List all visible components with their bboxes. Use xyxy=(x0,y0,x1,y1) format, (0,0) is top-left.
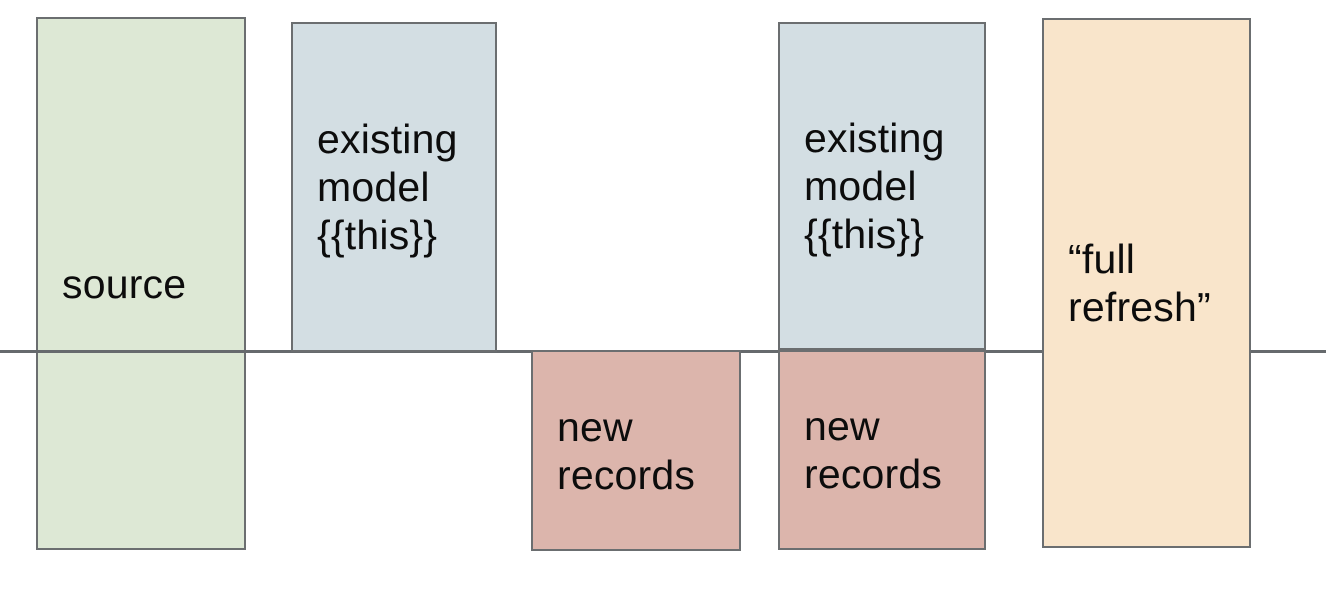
new-records-box-right: new records xyxy=(778,350,986,550)
existing-model-label-line: model xyxy=(804,163,917,209)
full-refresh-box: “full refresh” xyxy=(1042,18,1251,548)
existing-model-box-left: existing model {{this}} xyxy=(291,22,497,352)
existing-model-box-right: existing model {{this}} xyxy=(778,22,986,350)
new-records-box-left: new records xyxy=(531,350,741,551)
source-box-label: source xyxy=(62,260,187,307)
new-records-label-line: records xyxy=(557,451,696,498)
existing-model-label-line: {{this}} xyxy=(317,212,438,258)
existing-model-label-line: {{this}} xyxy=(804,211,925,257)
existing-model-label-line: existing xyxy=(317,116,458,162)
source-box: source xyxy=(36,17,246,550)
full-refresh-label-line: “full xyxy=(1068,236,1136,282)
new-records-label-line: new xyxy=(804,403,880,449)
new-records-label-line: records xyxy=(804,451,943,497)
existing-model-label-line: existing xyxy=(804,115,945,161)
full-refresh-label-line: refresh” xyxy=(1068,284,1211,330)
existing-model-label-line: model xyxy=(317,164,430,210)
new-records-label-line: new xyxy=(557,403,633,450)
